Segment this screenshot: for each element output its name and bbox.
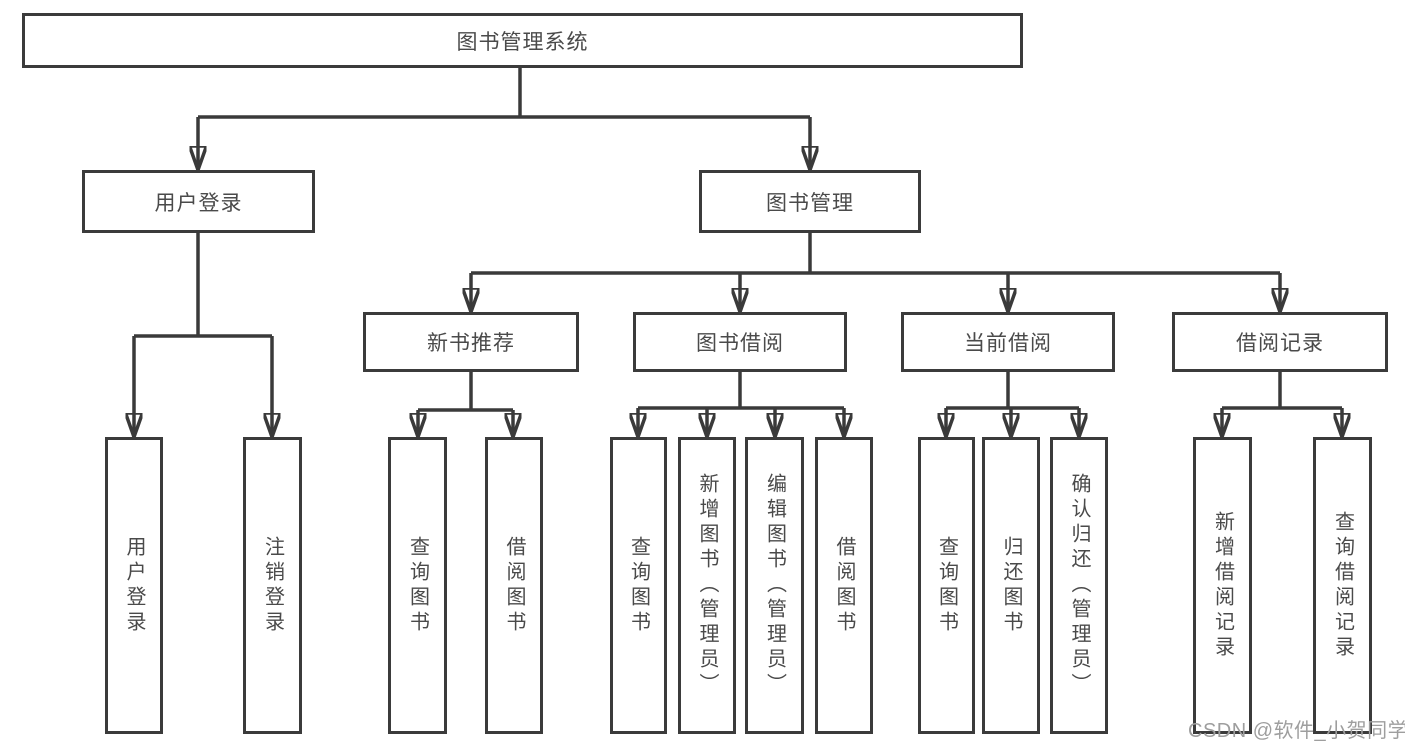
node-root-system: 图书管理系统 (22, 13, 1023, 68)
node-label: 确认归还（管理员） (1068, 473, 1090, 698)
node-label: 借阅记录 (1236, 332, 1324, 355)
leaf-return-book: 归还图书 (982, 437, 1040, 734)
leaf-logout: 注销登录 (243, 437, 302, 734)
connector-new-book-children (418, 372, 513, 435)
node-label: 借阅图书 (503, 535, 525, 636)
connector-root-to-level2 (198, 68, 810, 168)
leaf-borrow-book: 借阅图书 (815, 437, 873, 734)
connector-borrow-record-children (1222, 372, 1342, 435)
leaf-query-book: 查询图书 (918, 437, 975, 734)
leaf-borrow-book: 借阅图书 (485, 437, 543, 734)
leaf-user-login: 用户登录 (105, 437, 163, 734)
node-label: 借阅图书 (833, 535, 855, 636)
leaf-query-borrow-record: 查询借阅记录 (1313, 437, 1372, 734)
node-label: 用户登录 (154, 191, 243, 215)
connector-book-borrow-children (638, 372, 844, 435)
connector-current-borrow-children (946, 372, 1079, 435)
node-book-borrow: 图书借阅 (633, 312, 847, 372)
node-label: 新书推荐 (427, 332, 515, 355)
leaf-add-book-admin: 新增图书（管理员） (678, 437, 736, 734)
node-book-management: 图书管理 (699, 170, 921, 233)
node-label: 图书管理 (766, 191, 854, 215)
node-label: 注销登录 (261, 535, 284, 636)
node-label: 当前借阅 (964, 332, 1052, 355)
node-label: 用户登录 (123, 535, 145, 636)
node-label: 查询图书 (627, 535, 650, 636)
node-label: 查询图书 (935, 535, 958, 636)
node-label: 查询图书 (406, 535, 429, 636)
node-new-book-recommend: 新书推荐 (363, 312, 579, 372)
node-label: 新增借阅记录 (1211, 510, 1234, 661)
node-label: 编辑图书（管理员） (763, 473, 786, 698)
node-current-borrow: 当前借阅 (901, 312, 1115, 372)
connector-book-management-children (471, 233, 1280, 310)
leaf-edit-book-admin: 编辑图书（管理员） (745, 437, 804, 734)
node-label: 归还图书 (1000, 535, 1022, 636)
node-label: 图书管理系统 (456, 30, 589, 54)
csdn-watermark: CSDN @软件_小贺同学 (1188, 720, 1405, 742)
node-borrow-record: 借阅记录 (1172, 312, 1388, 372)
leaf-confirm-return-admin: 确认归还（管理员） (1050, 437, 1108, 734)
leaf-query-book: 查询图书 (610, 437, 667, 734)
leaf-add-borrow-record: 新增借阅记录 (1193, 437, 1252, 734)
node-label: 查询借阅记录 (1331, 510, 1354, 661)
node-label: 图书借阅 (696, 332, 784, 355)
node-label: 新增图书（管理员） (696, 473, 718, 698)
leaf-query-book: 查询图书 (388, 437, 447, 734)
node-user-login: 用户登录 (82, 170, 315, 233)
connector-user-login-children (134, 233, 272, 435)
